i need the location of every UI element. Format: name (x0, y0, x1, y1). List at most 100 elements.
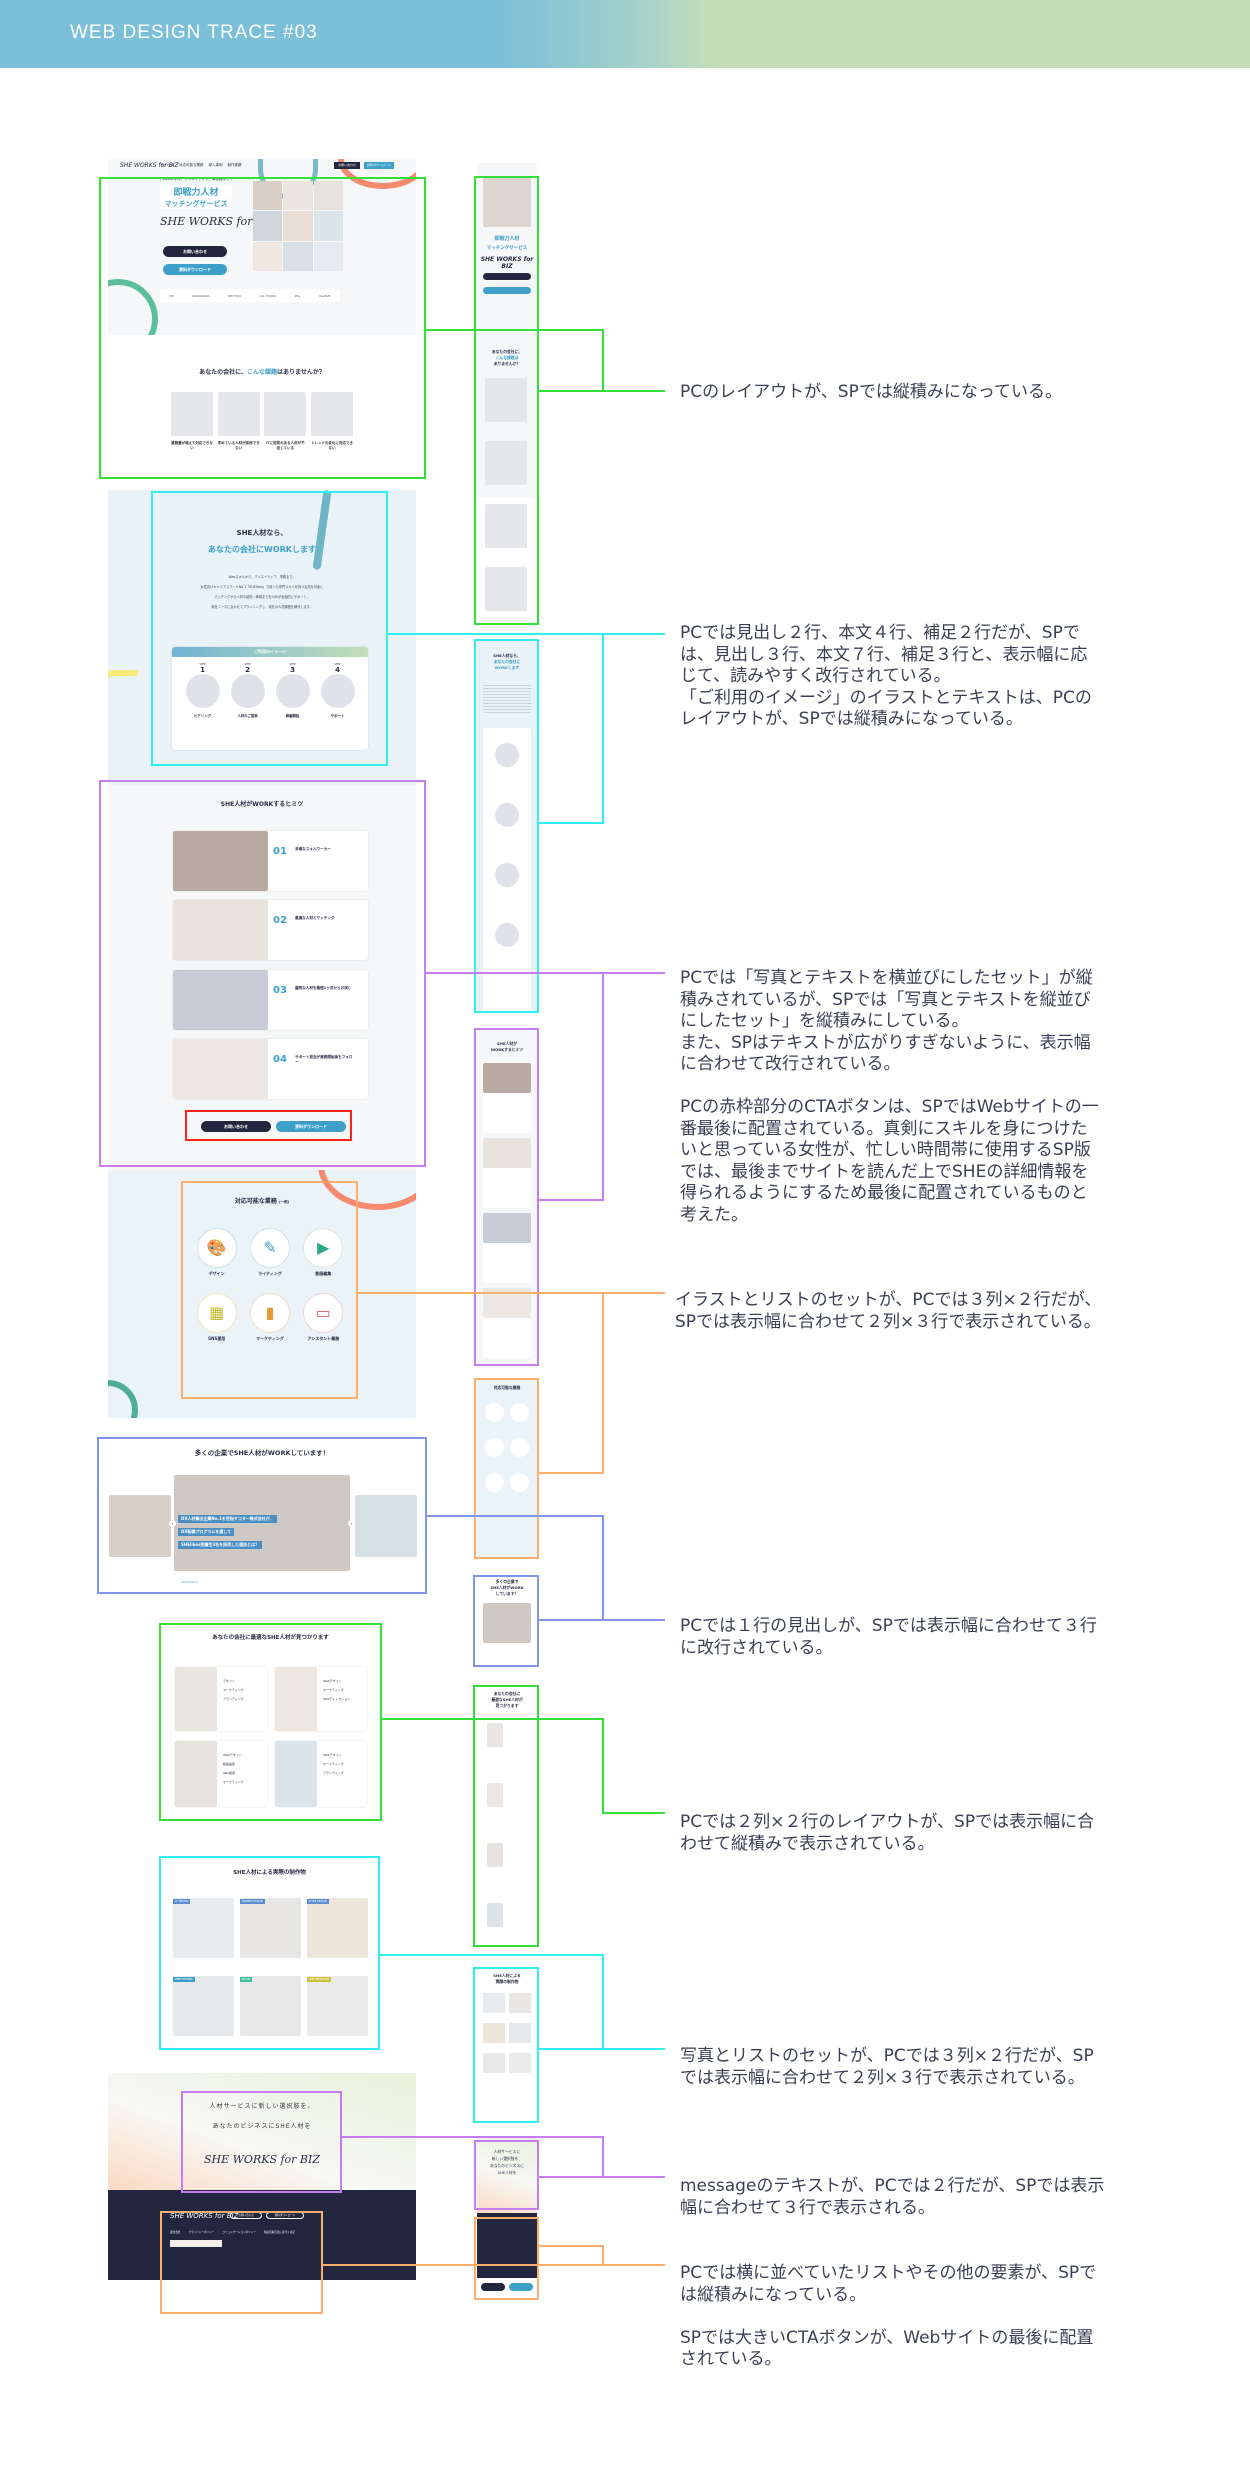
about-heading-1: SHE人材なら、 (236, 529, 288, 537)
task-item: ▮マーケティング (243, 1293, 296, 1342)
tasks-heading: 対応可能な業務 (一例) (234, 1198, 290, 1205)
pc-cases-section: 多くの企業でSHE人材がWORKしています！ DX人材輩出企業No.1を目指すコ… (99, 1437, 425, 1594)
task-item: 🎨デザイン (190, 1228, 243, 1277)
sp-works-heading: SHE人材による実際の制作物 (493, 1973, 521, 1984)
task-item: ▭アシスタント業務 (297, 1293, 350, 1342)
hero-photo-grid (253, 181, 343, 271)
task-item: ▦SNS運用 (190, 1293, 243, 1342)
work-card: BANNER DESIGN (240, 1898, 301, 1958)
nav-download-button[interactable]: 資料ダウンロード (364, 162, 394, 169)
nav-contact-button[interactable]: お問い合わせ (334, 162, 360, 169)
secret-heading: SHE人材がWORKするヒミツ (220, 801, 304, 808)
hero-title-1: 即戦力人材 (160, 185, 232, 198)
hero-logo: SHE WORKS for BIZ (160, 215, 277, 228)
issue-card: ITに知見のある人材が不足している (264, 392, 307, 451)
about-heading-2: あなたの会社にWORKします (208, 545, 316, 554)
work-card: FLYER DESIGN (307, 1898, 368, 1958)
hero-download-button[interactable]: 資料ダウンロード (163, 264, 227, 275)
sp-download-button[interactable] (509, 2283, 533, 2291)
footer-links: 運営会社 プライバシーポリシー コミュニケーションポリシー 特定商取引法に基づく表記 (170, 2230, 295, 2234)
secret-contact-button[interactable]: お問い合わせ (201, 1121, 271, 1132)
message-line-1: 人材サービスに新しい選択肢を、 (209, 2103, 315, 2110)
task-item: ✎ライティング (243, 1228, 296, 1277)
annotation-footer: PCでは横に並べていたリストやその他の要素が、SPでは縦積みになっている。SPで… (680, 2263, 1097, 2369)
sp-contact-button[interactable] (481, 2283, 505, 2291)
annotation-talent: PCでは２列×２行のレイアウトが、SPでは表示幅に合わせて縦積みで表示されている… (680, 1812, 1095, 1854)
page-header-banner: WEB DESIGN TRACE #03 (0, 0, 1250, 68)
hero-tagline: ＼ Webスキル、クリエイティブ、事務職まで ／ (158, 177, 234, 181)
connector-about-sp (539, 634, 604, 824)
nav-item[interactable]: 制作実績 (227, 163, 242, 167)
talent-card: Webデザインマーケティングブランディング (275, 1741, 367, 1807)
sp-tasks-heading: 対応可能な業務 (493, 1385, 521, 1390)
secret-download-button[interactable]: 資料ダウンロード (276, 1121, 346, 1132)
hero-title-2: マッチングサービス (160, 199, 232, 209)
footer-logo: SHE WORKS for BIZ (170, 2212, 239, 2220)
footer-link[interactable]: 運営会社 (170, 2231, 181, 2234)
case-carousel-slide[interactable]: DX人材輩出企業No.1を目指すコター株式会社が、 DX転職プログラムを通して … (174, 1475, 350, 1571)
nav-logo[interactable]: SHE WORKS for BIZ (120, 162, 179, 169)
about-body: Webスキルから、クリエイティブ、事務まで。女性向けキャリアスクールNo.1「S… (200, 575, 324, 609)
connector-works (380, 1954, 665, 2050)
footer-link[interactable]: 特定商取引法に基づく表記 (263, 2231, 296, 2234)
cases-heading: 多くの企業でSHE人材がWORKしています！ (194, 1449, 330, 1457)
pc-issues-section: あなたの会社に、こんな課題はありませんか？ 業務量が増えて対応できない 求めてい… (108, 335, 416, 479)
talent-heading: あなたの会社に最適なSHE人材が見つかります (212, 1635, 329, 1641)
nav-item[interactable]: 導入事例 (208, 163, 223, 167)
nav-item[interactable]: サービス (160, 163, 174, 167)
page-title: WEB DESIGN TRACE #03 (70, 22, 318, 43)
connector-hero (426, 329, 665, 392)
pc-hero: SHE WORKS for BIZ サービス 対応可能な業務導入事例制作実績 お問… (108, 159, 416, 335)
issue-card: 業務量が増えて対応できない (171, 392, 213, 451)
annotation-cases: PCでは１行の見出しが、SPでは表示幅に合わせて３行に改行されている。 (680, 1616, 1097, 1658)
pc-talent-section: あなたの会社に最適なSHE人材が見つかります デザインマーケティングブランディン… (159, 1623, 382, 1821)
nav-item[interactable]: 対応可能な業務 (179, 163, 204, 167)
works-heading: SHE人材による実際の制作物 (233, 1870, 306, 1876)
work-card: WEB WRITING (173, 1976, 234, 2036)
pc-works-section: SHE人材による実際の制作物 LP DESIGN BANNER DESIGN F… (159, 1856, 380, 2050)
annotation-hero: PCのレイアウトが、SPでは縦積みになっている。 (680, 382, 1062, 402)
annotation-secret: PCでは「写真とテキストを横並びにしたセット」が縦積みされているが、SPでは「写… (680, 968, 1099, 1225)
issue-card: 求めている人材が採用できない (217, 392, 260, 451)
annotation-tasks: イラストとリストのセットが、PCでは３列×２行だが、SPでは表示幅に合わせて２列… (675, 1290, 1102, 1332)
footer-link[interactable]: コミュニケーションポリシー (222, 2231, 256, 2234)
pc-about-section: SHE人材なら、 あなたの会社にWORKします Webスキルから、クリエイティブ… (108, 490, 416, 785)
connector-footer-sp (539, 2245, 604, 2265)
issues-heading: あなたの会社に、こんな課題はありませんか？ (199, 369, 325, 376)
message-line-2: あなたのビジネスにSHE人材を (212, 2123, 312, 2130)
sp-issues-heading: あなたの会社に、こんな課題はありませんか？ (491, 349, 523, 366)
footer-link[interactable]: プライバシーポリシー (188, 2231, 215, 2234)
annotation-about: PCでは見出し２行、本文４行、補足２行だが、SPでは、見出し３行、本文７行、補足… (680, 623, 1092, 729)
case-date: 2023/04/17 (181, 1580, 199, 1584)
connector-secret-sp (539, 973, 604, 1201)
pc-footer: SHE WORKS for BIZ お問い合わせ 資料ダウンロード 運営会社プラ… (108, 2190, 416, 2300)
task-item: ▶動画編集 (297, 1228, 350, 1277)
connector-cases (427, 1515, 665, 1621)
carousel-prev-button[interactable]: ‹ (169, 1520, 176, 1527)
issue-card: トレンドの変化に対応できない (310, 392, 353, 451)
connector-tasks-sp (539, 1293, 604, 1474)
hero-contact-button[interactable]: お問い合わせ (163, 246, 227, 257)
nav-items: サービス 対応可能な業務導入事例制作実績 (160, 163, 242, 168)
talent-card: デザインマーケティングブランディング (175, 1667, 267, 1731)
connector-talent (382, 1718, 665, 1814)
work-card: MOVIE (240, 1976, 301, 2036)
carousel-next-button[interactable]: › (348, 1520, 355, 1527)
